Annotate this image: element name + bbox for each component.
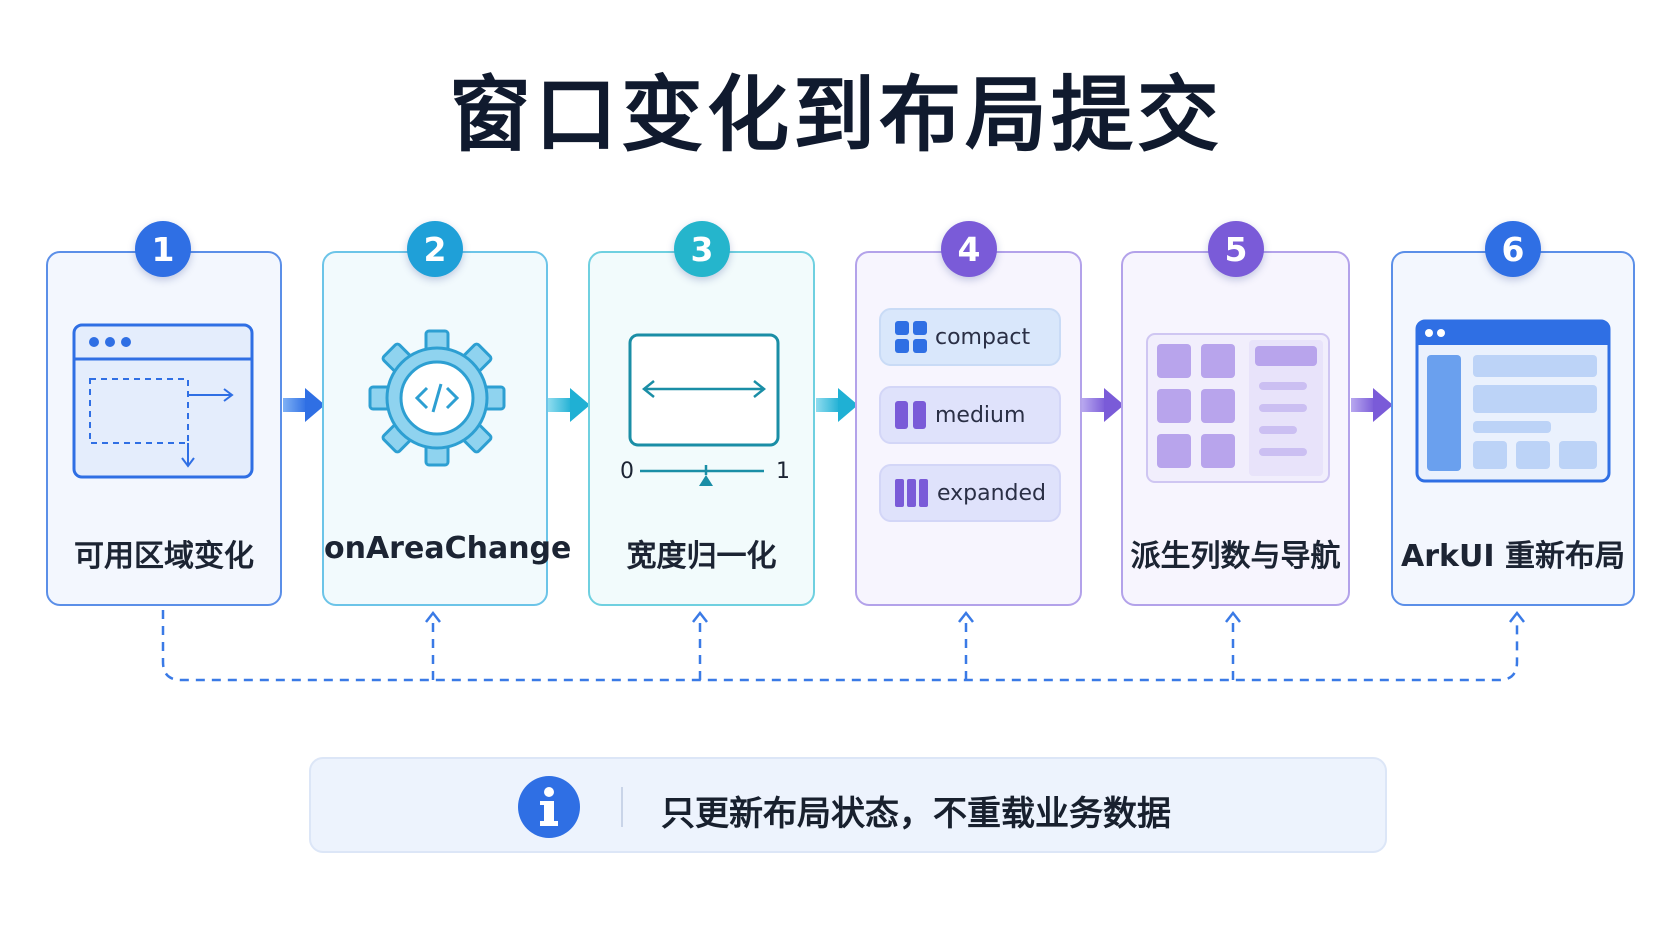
- step-card-5: 派生列数与导航: [1121, 251, 1350, 606]
- step-label-2: onAreaChange: [324, 531, 572, 566]
- page-title: 窗口变化到布局提交: [448, 68, 1223, 163]
- step-label-6: ArkUI 重新布局: [1401, 539, 1625, 574]
- arrow-3-4: [816, 388, 858, 422]
- step-card-6: ArkUI 重新布局: [1391, 251, 1635, 606]
- breakpoint-expanded: expanded: [879, 464, 1061, 522]
- window-resize-icon: [72, 323, 254, 479]
- info-divider: [621, 787, 623, 827]
- info-icon: [518, 776, 580, 838]
- step-badge-6: 6: [1485, 221, 1541, 277]
- breakpoint-medium: medium: [879, 386, 1061, 444]
- breakpoint-compact: compact: [879, 308, 1061, 366]
- grid-four-squares-icon: [895, 321, 927, 353]
- info-text: 只更新布局状态，不重载业务数据: [661, 794, 1171, 834]
- breakpoint-label-medium: medium: [935, 402, 1026, 428]
- step-badge-4: 4: [941, 221, 997, 277]
- step-badge-3: 3: [674, 221, 730, 277]
- arrow-1-2: [283, 388, 325, 422]
- normalize-slider-icon: [640, 465, 764, 486]
- arrow-2-3: [548, 388, 590, 422]
- gear-code-icon: [368, 329, 506, 467]
- step-card-4: compact medium expanded: [855, 251, 1082, 606]
- info-note: 只更新布局状态，不重载业务数据: [309, 757, 1387, 853]
- width-range-icon: [628, 333, 780, 447]
- step-card-3: 0 1 宽度归一化: [588, 251, 815, 606]
- normalize-max-label: 1: [776, 459, 790, 484]
- normalize-min-label: 0: [620, 459, 634, 484]
- arrow-4-5: [1082, 388, 1124, 422]
- three-columns-icon: [895, 479, 928, 507]
- step-card-2: onAreaChange: [322, 251, 572, 606]
- step-label-5: 派生列数与导航: [1130, 539, 1341, 574]
- step-card-1: 可用区域变化: [46, 251, 282, 606]
- step-badge-5: 5: [1208, 221, 1264, 277]
- app-layout-icon: [1415, 319, 1611, 483]
- step-label-3: 宽度归一化: [626, 539, 777, 574]
- step-label-1: 可用区域变化: [74, 539, 254, 574]
- step-badge-1: 1: [135, 221, 191, 277]
- grid-navigation-icon: [1146, 333, 1330, 483]
- dashed-arrowheads: [425, 610, 1525, 623]
- arrow-5-6: [1351, 388, 1393, 422]
- two-columns-icon: [895, 401, 926, 429]
- breakpoint-label-expanded: expanded: [937, 480, 1047, 506]
- breakpoint-label-compact: compact: [935, 324, 1031, 350]
- step-badge-2: 2: [407, 221, 463, 277]
- dashed-feedback-loop: [161, 610, 1519, 682]
